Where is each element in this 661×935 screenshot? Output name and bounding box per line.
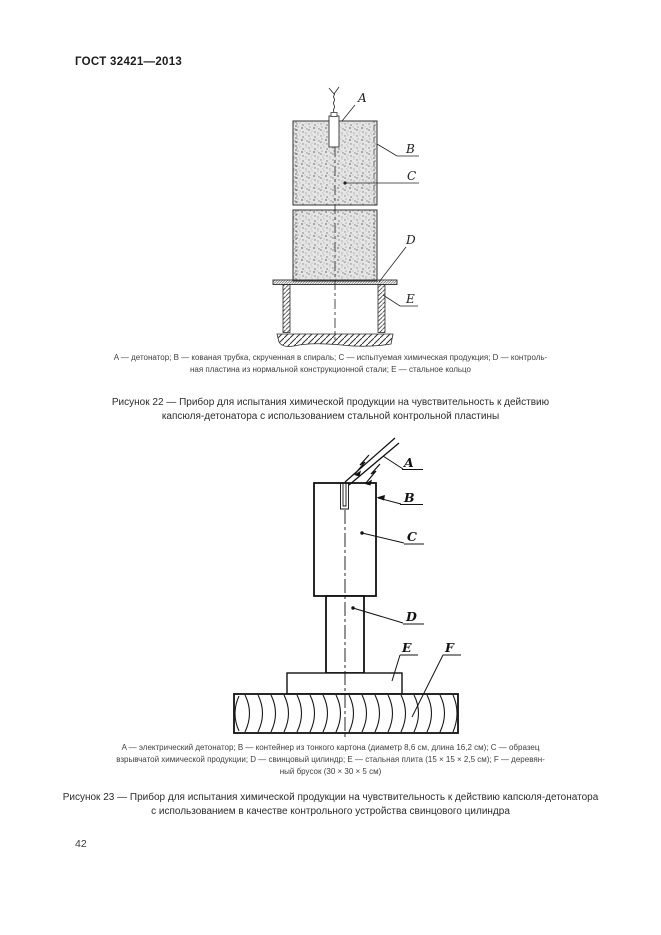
legend-line: ный брусок (30 × 30 × 5 см) [279,767,382,776]
legend-line: A — детонатор; B — кованая трубка, скруч… [113,353,548,362]
fig23-label-c: C [407,529,417,544]
fig23-label-b: B [403,490,415,505]
figure-23-legend: A — электрический детонатор; B — контейн… [0,742,661,778]
legend-line: A — электрический детонатор; B — контейн… [121,743,540,752]
leader-b-arrowhead [376,495,385,501]
leader-d [378,246,407,283]
figure-23-diagram: A B C D E F [233,437,461,738]
leader-e [391,654,401,682]
title-line: капсюля-детонатора с использованием стал… [161,411,500,422]
page-number: 42 [75,838,87,850]
ground-hatching [276,333,394,347]
document-header: ГОСТ 32421—2013 [75,56,183,68]
figure-23-title: Рисунок 23 — Прибор для испытания химиче… [0,791,661,819]
fig23-label-a: A [403,455,414,470]
fig22-label-c: C [407,169,416,183]
fig23-label-e: E [401,640,412,655]
title-line: Рисунок 22 — Прибор для испытания химиче… [111,397,550,408]
leader-a [382,455,404,470]
current-arrow-2 [365,463,381,484]
steel-plate [286,672,403,695]
tube-wall-lines [295,121,375,281]
leader-a [341,104,356,122]
detonator-cap [330,112,338,117]
leader-c [361,532,405,544]
figure-22-diagram: A B C D E [272,86,419,347]
title-line: с использованием в качестве контрольного… [151,806,510,817]
wood-grain-arcs [234,694,458,733]
fig22-label-a: A [357,91,367,105]
fig22-label-d: D [405,233,416,247]
detonator-wires [328,86,340,113]
electric-wire-1 [344,437,396,483]
current-arrow-1 [354,454,370,475]
steel-ring-left-wall [282,284,291,333]
fig22-label-b: B [405,142,415,156]
detonator [328,115,340,148]
fig22-label-e: E [405,292,415,306]
electric-wire-2 [348,442,400,486]
steel-ring-right-wall [377,284,386,333]
title-line: Рисунок 23 — Прибор для испытания химиче… [62,792,599,803]
legend-line: взрывчатой химической продукции; D — сви… [116,755,545,764]
figure-22-legend: A — детонатор; B — кованая трубка, скруч… [0,352,661,375]
leader-b [376,143,419,157]
fig23-label-f: F [444,640,455,655]
current-arrowhead-2 [365,479,372,486]
detonator-slot [340,483,349,510]
wooden-block [233,693,459,734]
leader-d [352,607,404,624]
figure-22-title: Рисунок 22 — Прибор для испытания химиче… [0,396,661,424]
legend-line: ная пластина из нормальной конструкционн… [190,364,471,374]
fig23-label-d: D [405,609,417,624]
current-arrowhead-1 [354,470,361,477]
leader-e [382,294,418,307]
leader-f [411,654,444,718]
